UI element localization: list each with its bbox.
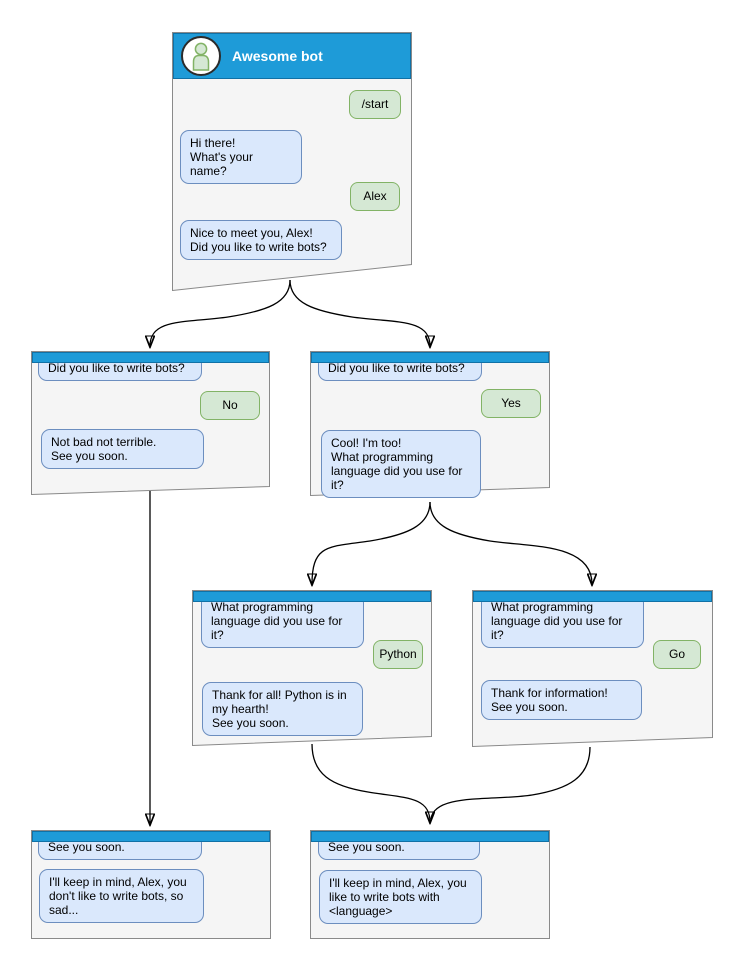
bot-message-bubble: Thank for all! Python is in my hearth! S… [202, 682, 363, 736]
user-message-bubble: Python [373, 640, 423, 669]
window-header [311, 831, 549, 842]
bot-message-bubble: I'll keep in mind, Alex, you don't like … [39, 869, 204, 923]
bot-message-bubble: Not bad not terrible. See you soon. [41, 429, 204, 469]
bot-message-bubble: Nice to meet you, Alex! Did you like to … [180, 220, 342, 260]
bot-name: Awesome bot [232, 48, 323, 64]
chat-window-end-no: See you soon. I'll keep in mind, Alex, y… [31, 830, 271, 939]
edge-yes-to-go [429, 501, 592, 584]
bot-message-bubble: What programming language did you use fo… [481, 594, 644, 648]
avatar [181, 36, 221, 76]
bot-message-bubble: I'll keep in mind, Alex, you like to wri… [319, 870, 482, 924]
chat-window-branch-python: What programming language did you use fo… [192, 590, 432, 746]
chat-window-branch-go: What programming language did you use fo… [472, 590, 713, 747]
edge-python-to-end-yes [311, 743, 430, 822]
user-message-bubble: No [200, 391, 260, 420]
bot-message-bubble: Cool! I'm too! What programming language… [321, 430, 481, 498]
edge-go-to-end-yes [430, 746, 591, 820]
edge-yes-to-python [312, 501, 431, 584]
user-message-bubble: Yes [481, 389, 541, 418]
window-header [193, 591, 431, 602]
bot-message-bubble: Hi there! What's your name? [180, 130, 302, 184]
chat-window-branch-yes: Did you like to write bots? Yes Cool! I'… [310, 351, 550, 498]
user-message-bubble: Alex [350, 182, 400, 211]
person-icon [192, 42, 210, 71]
user-message-bubble: Go [653, 640, 701, 669]
window-header [311, 352, 549, 363]
window-header [32, 831, 270, 842]
window-header [32, 352, 269, 363]
chat-window-end-yes: See you soon. I'll keep in mind, Alex, y… [310, 830, 550, 939]
bot-message-bubble: What programming language did you use fo… [201, 594, 364, 648]
bot-message-bubble: Thank for information! See you soon. [481, 680, 642, 720]
user-message-bubble: /start [349, 90, 401, 119]
chat-window-main: Awesome bot /start Hi there! What's your… [172, 32, 412, 291]
window-header: Awesome bot [173, 33, 411, 79]
chat-window-branch-no: Did you like to write bots? No Not bad n… [31, 351, 270, 495]
window-header [473, 591, 712, 602]
